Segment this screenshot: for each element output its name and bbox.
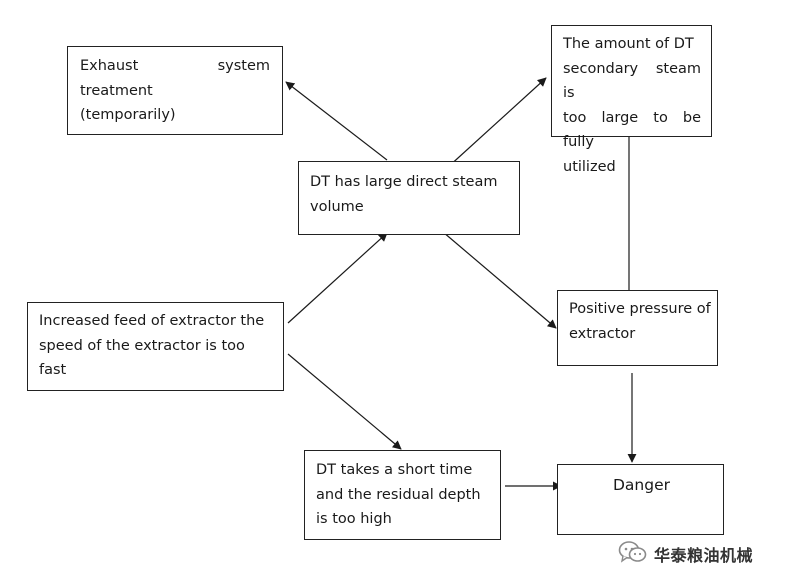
secondary-steam-box: The amount of DT secondary steam is too … [551,25,712,175]
watermark: 华泰粮油机械 [618,540,753,568]
arrow-feed-to-direct [287,232,388,324]
positive-pressure-label: Positive pressure of extractor [569,301,711,342]
secondary-steam-label: The amount of DT secondary steam is too … [563,36,701,175]
arrow-direct-to-secondary [446,77,547,169]
arrow-direct-to-exhaust [285,81,388,161]
arrow-direct-to-pressure [442,231,557,329]
wechat-icon [618,540,648,568]
exhaust-treatment-box: Exhaust system treatment (temporarily) [67,46,283,135]
short-time-label: DT takes a short time and the residual d… [316,462,481,527]
danger-label: Danger [613,476,671,494]
positive-pressure-box: Positive pressure of extractor [557,290,718,366]
watermark-text: 华泰粮油机械 [654,546,754,565]
direct-steam-box: DT has large direct steam volume [298,161,520,235]
increased-feed-label: Increased feed of extractor the speed of… [39,313,265,378]
increased-feed-box: Increased feed of extractor the speed of… [27,302,284,391]
exhaust-treatment-label: Exhaust system treatment (temporarily) [80,58,270,123]
danger-box: Danger [557,464,724,535]
arrow-feed-to-short-time [287,353,402,450]
short-time-box: DT takes a short time and the residual d… [304,450,501,540]
direct-steam-label: DT has large direct steam volume [310,174,498,215]
